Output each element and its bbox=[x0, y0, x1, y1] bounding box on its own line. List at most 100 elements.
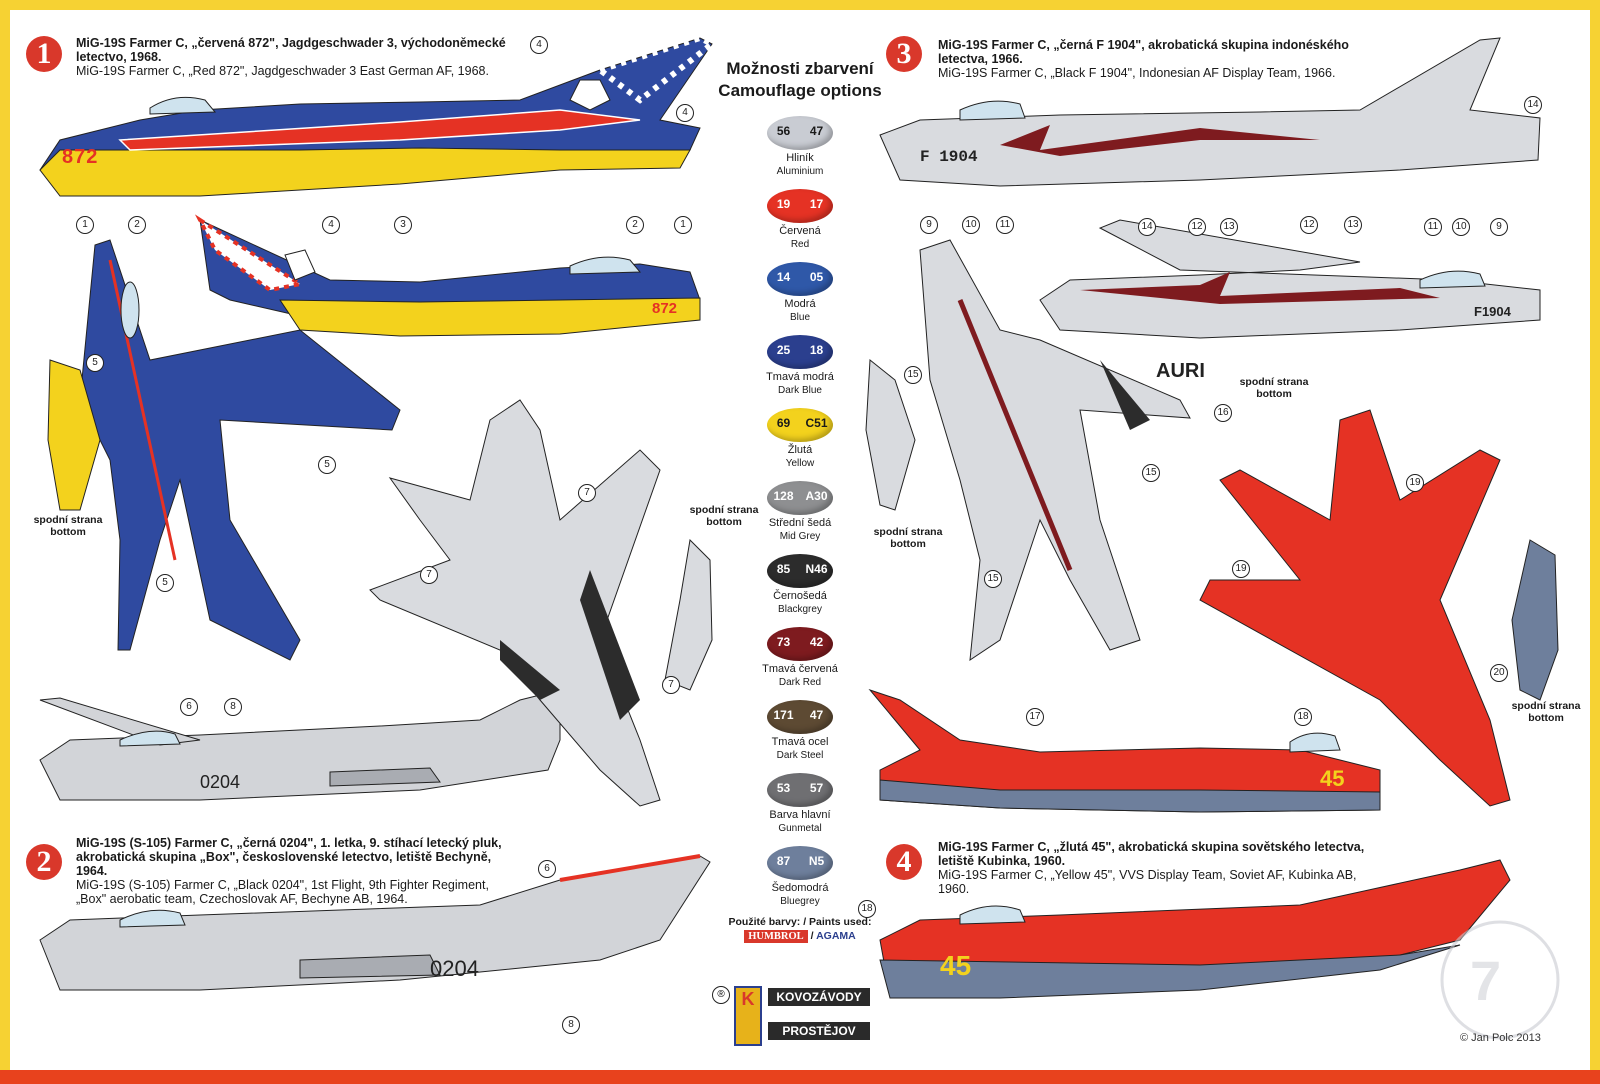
page-title-en: Camouflage options bbox=[718, 81, 882, 100]
callout-10b: 10 bbox=[1452, 218, 1470, 236]
agama-code: A30 bbox=[805, 489, 828, 503]
callout-6b: 6 bbox=[538, 860, 556, 878]
option-1-title: MiG-19S Farmer C, „červená 872", Jagdges… bbox=[76, 36, 506, 64]
humbrol-code: 69 bbox=[776, 416, 791, 430]
paint-swatch-oval: 73 42 bbox=[767, 627, 833, 661]
aircraft-45-planform bbox=[1199, 409, 1511, 807]
callout-8a: 8 bbox=[224, 698, 242, 716]
bottom-label-4-cz: spodní strana bbox=[1239, 376, 1309, 388]
option-4-subtitle: MiG-19S Farmer C, „Yellow 45", VVS Displ… bbox=[938, 868, 1357, 896]
option-badge-4: 4 bbox=[886, 844, 922, 880]
callout-19a: 19 bbox=[1406, 474, 1424, 492]
bottom-label-5: spodní strana bottom bbox=[1498, 700, 1594, 724]
callout-4c: 4 bbox=[322, 216, 340, 234]
bottom-label-1-en: bottom bbox=[50, 526, 86, 538]
callout-12a: 12 bbox=[1300, 216, 1318, 234]
paint-name-cz: Žlutá bbox=[787, 444, 813, 456]
humbrol-logo: HUMBROL bbox=[744, 930, 808, 943]
paint-name-cz: Červená bbox=[779, 225, 821, 237]
registered-mark: ® bbox=[712, 986, 730, 1004]
agama-code: 18 bbox=[809, 343, 824, 357]
callout-5c: 5 bbox=[156, 574, 174, 592]
aircraft-f1904-profile-top bbox=[879, 37, 1541, 187]
kovozavody-logo: ® K KOVOZÁVODY PROSTĚJOV bbox=[712, 986, 872, 1050]
option-3-title: MiG-19S Farmer C, „černá F 1904", akroba… bbox=[938, 38, 1349, 66]
option-4-caption: MiG-19S Farmer C, „žlutá 45", akrobatick… bbox=[938, 840, 1378, 896]
marking-45-bottom: 45 bbox=[940, 950, 972, 981]
humbrol-code: 73 bbox=[776, 635, 791, 649]
paint-name-cz: Šedomodrá bbox=[771, 882, 829, 894]
callout-7b: 7 bbox=[578, 484, 596, 502]
humbrol-code: 85 bbox=[776, 562, 791, 576]
paint-name-cz: Tmavá červená bbox=[762, 663, 838, 675]
bottom-strip bbox=[0, 1070, 1600, 1084]
page-title: Možnosti zbarvení Camouflage options bbox=[680, 58, 920, 102]
paint-name-en: Bluegrey bbox=[780, 896, 820, 907]
aircraft-0204-profile-top bbox=[39, 689, 561, 801]
bottom-label-4: spodní strana bottom bbox=[1226, 376, 1322, 400]
option-badge-1: 1 bbox=[26, 36, 62, 72]
marking-45-top: 45 bbox=[1320, 766, 1345, 791]
bottom-label-5-en: bottom bbox=[1528, 712, 1564, 724]
watermark-logo: 7 bbox=[1440, 920, 1560, 1040]
callout-4a: 4 bbox=[530, 36, 548, 54]
paint-name-en: Gunmetal bbox=[778, 823, 822, 834]
bottom-label-3-cz: spodní strana bbox=[873, 526, 943, 538]
agama-code: 47 bbox=[809, 124, 824, 138]
aircraft-f1904-fin-bottom bbox=[865, 359, 916, 511]
paint-name-cz: Modrá bbox=[784, 298, 816, 310]
option-3-caption: MiG-19S Farmer C, „černá F 1904", akroba… bbox=[938, 38, 1368, 80]
aircraft-f1904-planform bbox=[919, 239, 1191, 662]
callout-9a: 9 bbox=[920, 216, 938, 234]
callout-9b: 9 bbox=[1490, 218, 1508, 236]
paint-name-en: Yellow bbox=[785, 458, 815, 469]
callout-17a: 17 bbox=[1026, 708, 1044, 726]
marking-0204-bottom: 0204 bbox=[430, 956, 479, 981]
callout-18b: 18 bbox=[858, 900, 876, 918]
callout-13b: 13 bbox=[1220, 218, 1238, 236]
callout-5a: 5 bbox=[86, 354, 104, 372]
copyright: © Jan Polc 2013 bbox=[1460, 1032, 1541, 1044]
aircraft-0204-profile-bottom bbox=[39, 854, 711, 991]
callout-1a: 1 bbox=[76, 216, 94, 234]
paint-name-cz: Tmavá modrá bbox=[766, 371, 834, 383]
bottom-label-1-cz: spodní strana bbox=[33, 514, 103, 526]
callout-13a: 13 bbox=[1344, 216, 1362, 234]
aircraft-0204-fin-bottom bbox=[664, 538, 713, 691]
aircraft-45-fin-bottom bbox=[1511, 539, 1559, 701]
option-badge-2: 2 bbox=[26, 844, 62, 880]
paint-name-cz: Střední šedá bbox=[768, 517, 832, 529]
humbrol-code: 128 bbox=[773, 489, 794, 503]
logo-line1: KOVOZÁVODY bbox=[768, 988, 870, 1006]
callout-19b: 19 bbox=[1232, 560, 1250, 578]
callout-6a: 6 bbox=[180, 698, 198, 716]
callout-14a: 14 bbox=[1524, 96, 1542, 114]
humbrol-code: 19 bbox=[776, 197, 791, 211]
agama-code: N5 bbox=[808, 854, 825, 868]
paint-name-en: Mid Grey bbox=[779, 531, 821, 542]
marking-0204-top: 0204 bbox=[200, 772, 241, 792]
paint-name-en: Aluminium bbox=[776, 166, 824, 177]
logo-line2: PROSTĚJOV bbox=[768, 1022, 870, 1040]
agama-code: 42 bbox=[809, 635, 824, 649]
bottom-label-3-en: bottom bbox=[890, 538, 926, 550]
option-1-subtitle: MiG-19S Farmer C, „Red 872", Jagdgeschwa… bbox=[76, 64, 489, 78]
agama-code: 57 bbox=[809, 781, 824, 795]
paint-name-cz: Černošedá bbox=[773, 590, 827, 602]
agama-code: 17 bbox=[809, 197, 824, 211]
paint-name-en: Dark Steel bbox=[776, 750, 824, 761]
callout-18a: 18 bbox=[1294, 708, 1312, 726]
callout-10a: 10 bbox=[962, 216, 980, 234]
